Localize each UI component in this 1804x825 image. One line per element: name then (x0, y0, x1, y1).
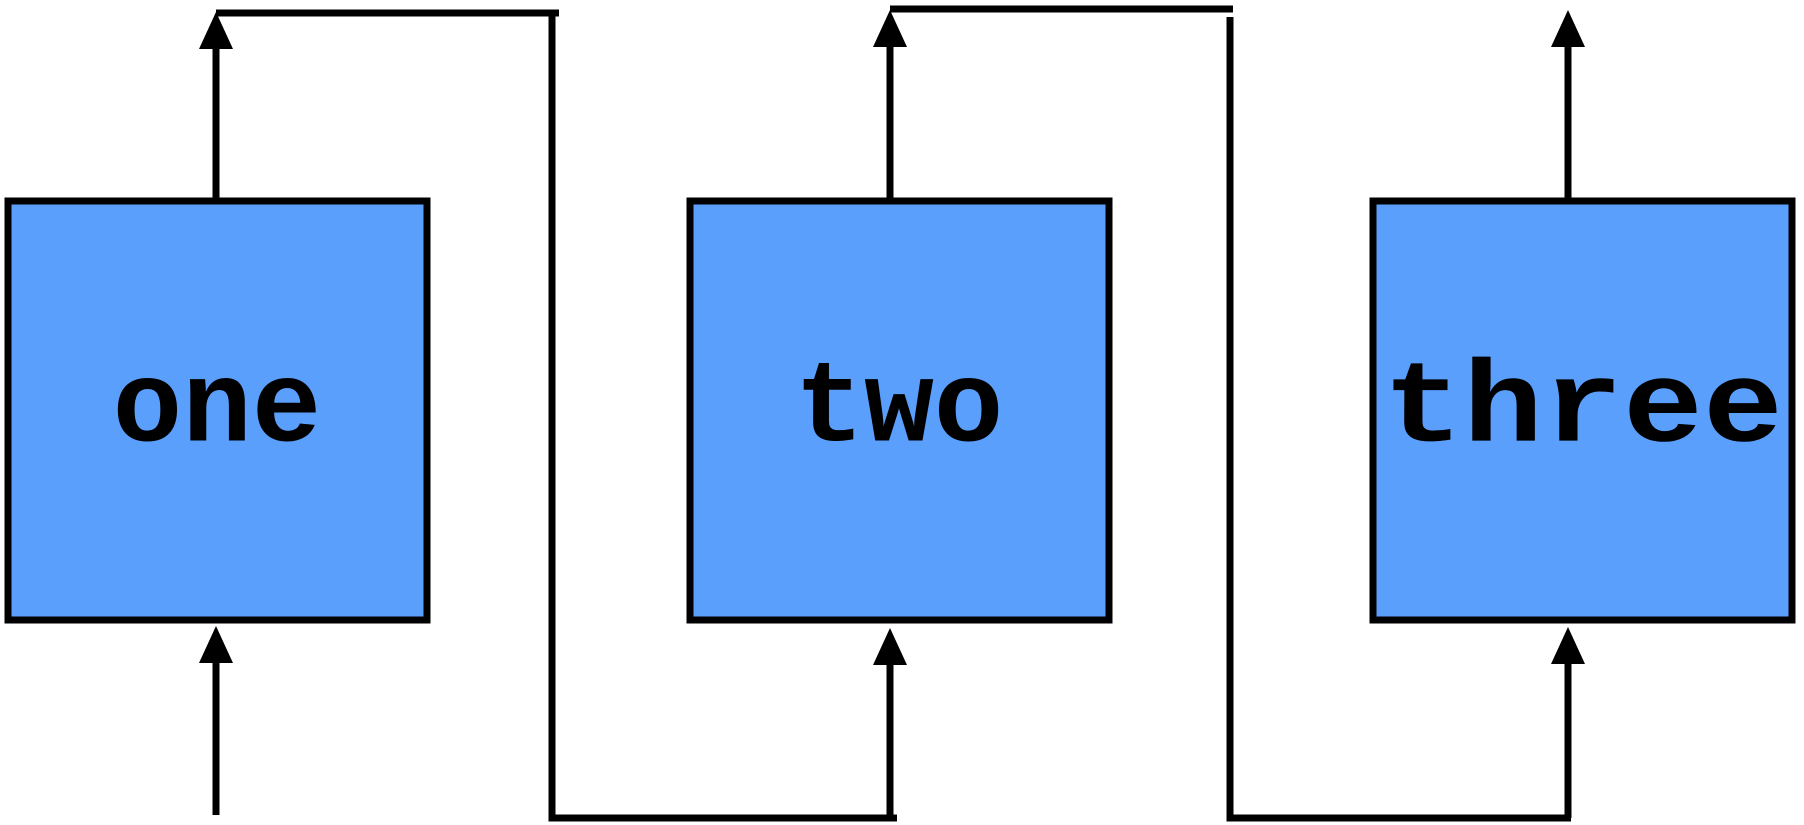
box-three: three (1369, 197, 1796, 624)
arrow-up-icon (1551, 627, 1585, 664)
box-two-rect (686, 197, 1113, 624)
box-one-rect (4, 197, 431, 624)
arrow-up-icon (873, 10, 907, 47)
arrow-up-icon (199, 626, 233, 663)
connector-two-to-three-drop (1226, 17, 1572, 822)
arrow-up-icon (873, 628, 907, 665)
box-two-label: two (795, 344, 1004, 476)
box-one: one (4, 197, 431, 624)
box-three-label: three (1383, 344, 1783, 476)
box-three-rect (1369, 197, 1796, 624)
box-two: two (686, 197, 1113, 624)
connector-one-to-two (216, 9, 897, 822)
box-one-label: one (113, 344, 322, 476)
arrow-up-icon (1551, 10, 1585, 47)
arrow-up-icon (199, 12, 233, 49)
